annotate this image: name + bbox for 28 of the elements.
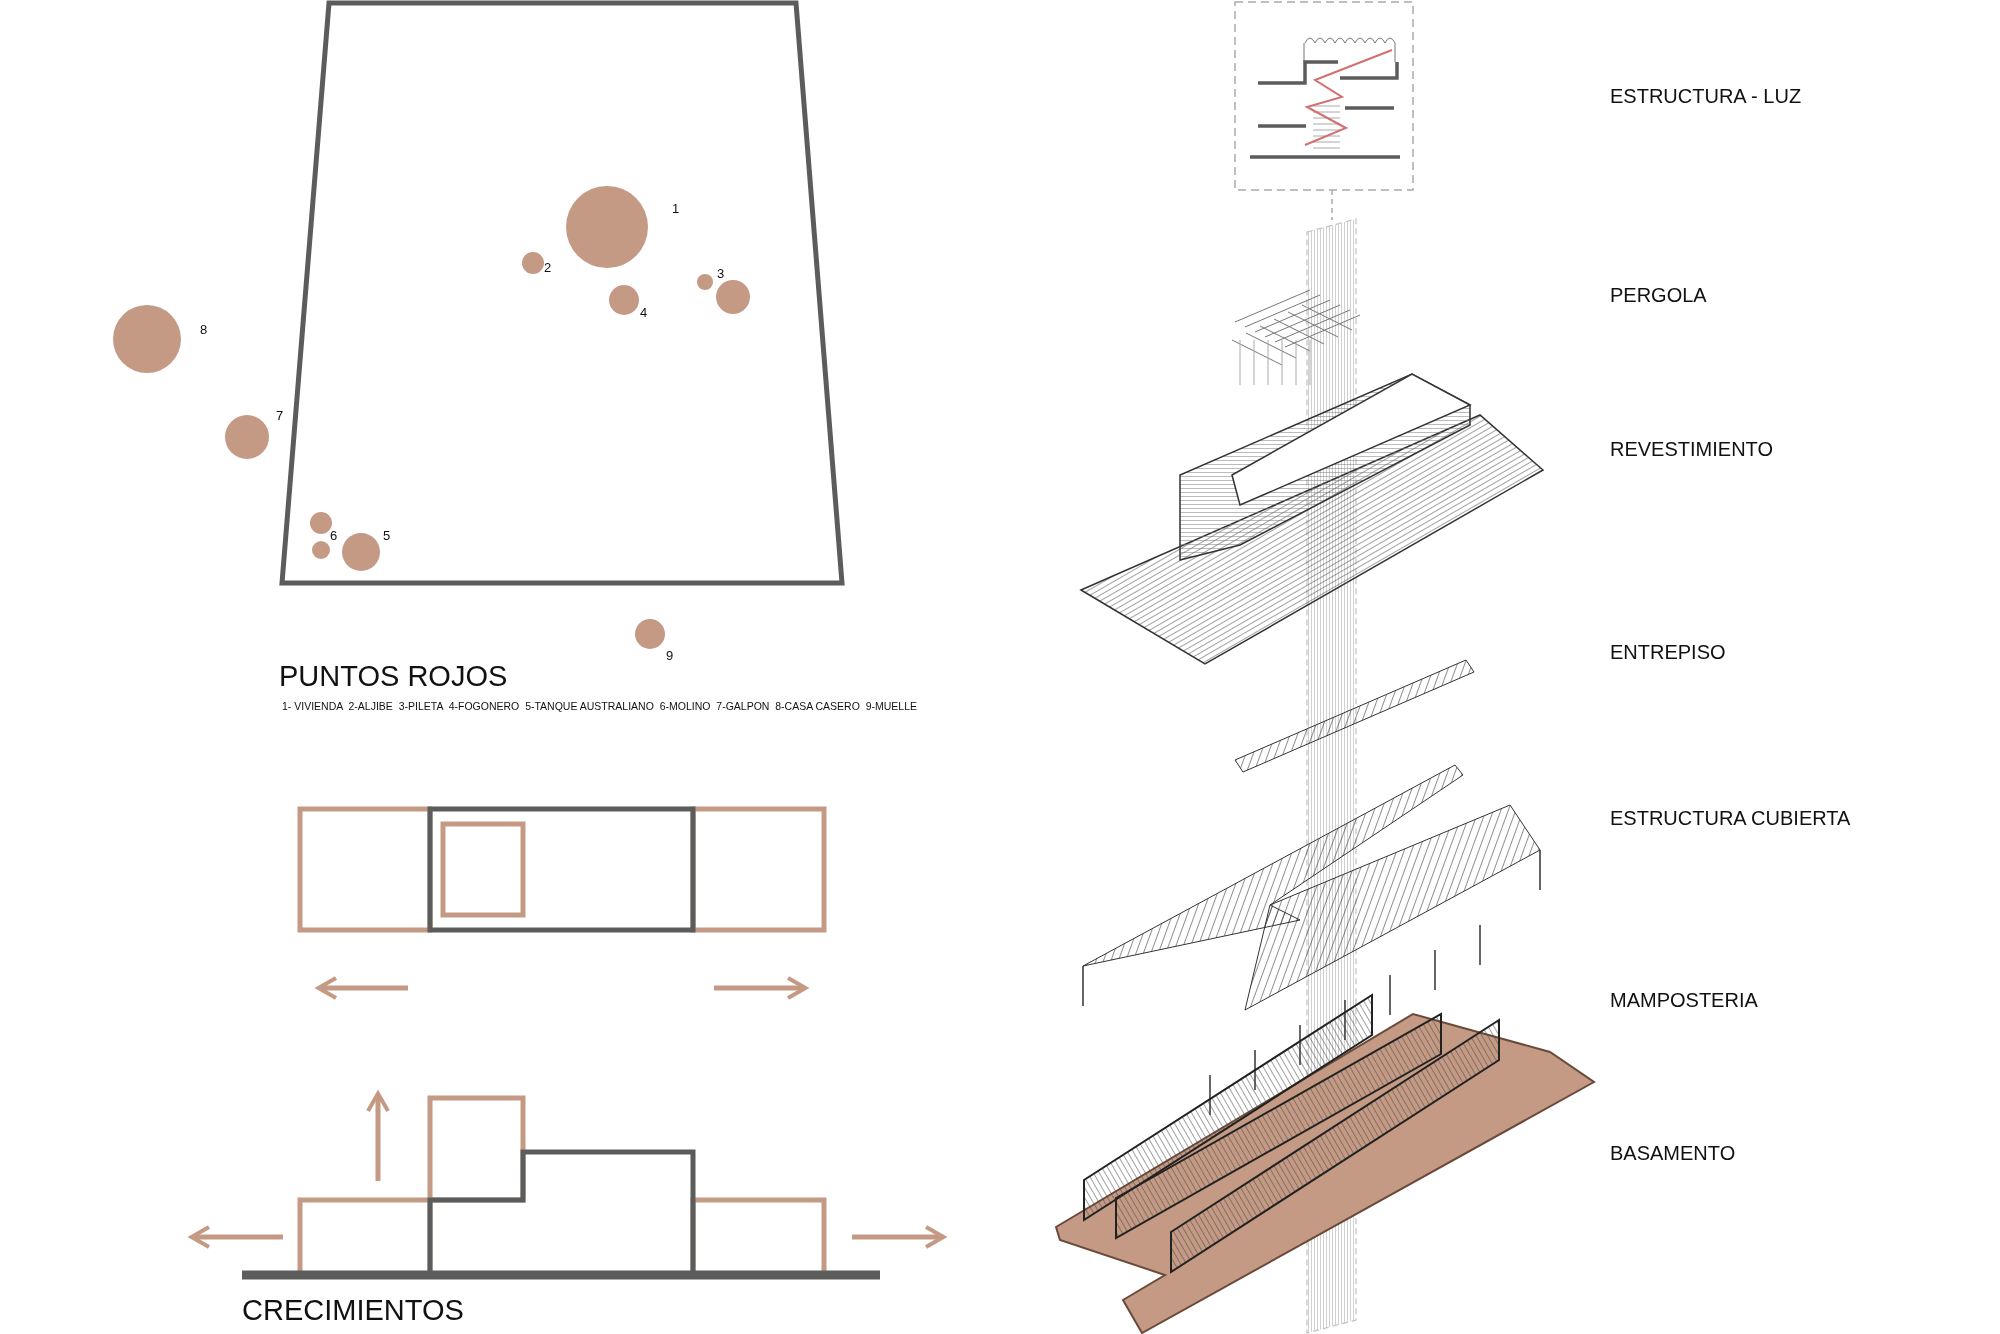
- layer-label: ENTREPISO: [1610, 642, 1726, 662]
- site-marker: [716, 280, 750, 314]
- marker-number: 7: [276, 409, 284, 422]
- layer-label: MAMPOSTERIA: [1610, 990, 1758, 1010]
- layer-label: ESTRUCTURA CUBIERTA: [1610, 808, 1851, 828]
- marker-number: 6: [330, 529, 338, 542]
- site-marker: [310, 512, 332, 534]
- marker-number: 3: [717, 267, 725, 280]
- marker-number: 4: [640, 306, 648, 319]
- layer-label: PERGOLA: [1610, 285, 1707, 305]
- marker-number: 5: [383, 529, 391, 542]
- layer-label: ESTRUCTURA - LUZ: [1610, 86, 1802, 106]
- site-marker: [312, 541, 330, 559]
- section-title: PUNTOS ROJOS: [279, 662, 508, 691]
- marker-number: 2: [544, 261, 552, 274]
- layer-label: BASAMENTO: [1610, 1143, 1736, 1163]
- section-title: CRECIMIENTOS: [242, 1296, 464, 1325]
- site-marker: [342, 533, 380, 571]
- marker-number: 9: [666, 649, 674, 662]
- legend-text: 1- VIVIENDA 2-ALJIBE 3-PILETA 4-FOGONERO 5-TANQUE AUSTRALIANO 6-MOLINO 7-GALPON 8-CASA CASERO 9-MUELLE: [282, 701, 918, 712]
- site-marker: [697, 274, 713, 290]
- site-marker: [225, 415, 269, 459]
- site-marker: [609, 285, 639, 315]
- marker-number: 1: [672, 202, 680, 215]
- site-marker: [635, 619, 665, 649]
- site-marker: [522, 252, 544, 274]
- layer-label: REVESTIMIENTO: [1610, 439, 1773, 459]
- marker-number: 8: [200, 323, 208, 336]
